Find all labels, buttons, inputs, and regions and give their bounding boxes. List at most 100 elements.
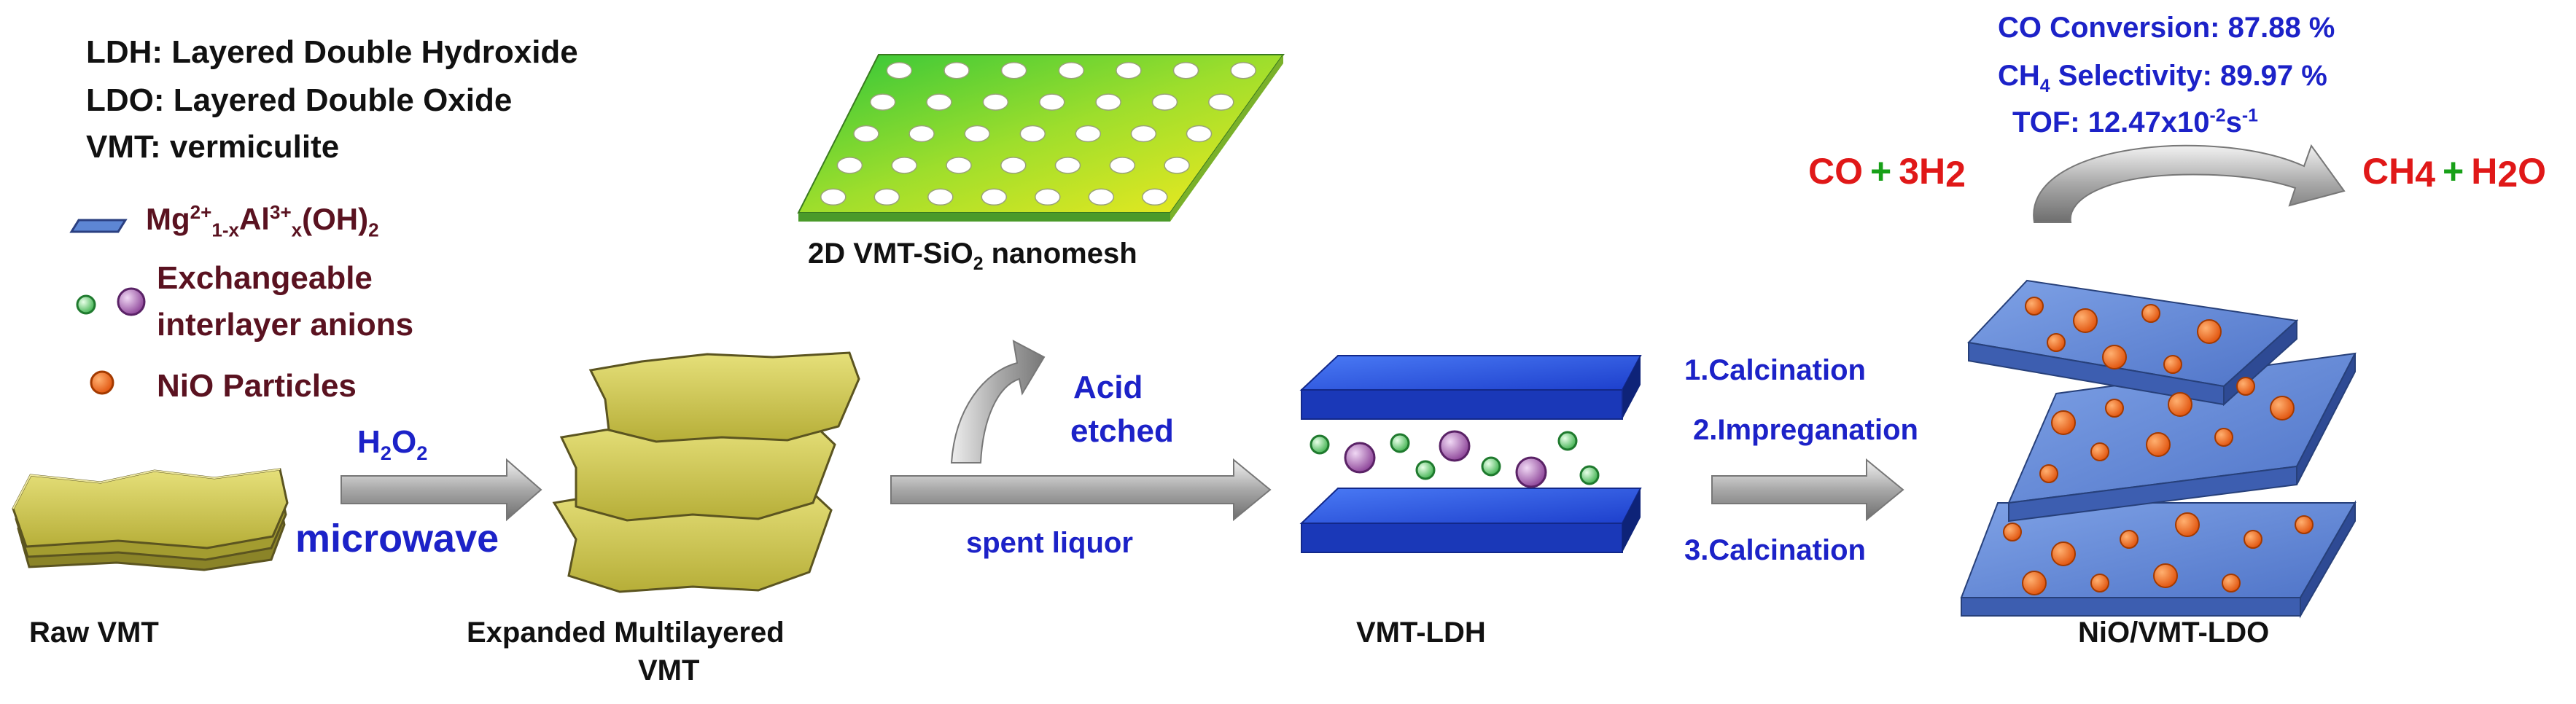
nio-particle bbox=[2141, 304, 2160, 323]
reaction-products: CH4+H2O bbox=[2362, 151, 2547, 195]
label-etched: etched bbox=[1070, 413, 1174, 449]
nio-particle bbox=[2270, 396, 2295, 421]
nanomesh-hole bbox=[1039, 93, 1065, 111]
legend-anions-line2: interlayer anions bbox=[157, 307, 414, 343]
nanomesh-hole bbox=[1130, 125, 1157, 143]
nanomesh-illustration bbox=[797, 54, 1285, 222]
nio-vmt-ldo-illustration bbox=[1960, 279, 2357, 619]
nio-particle bbox=[2102, 345, 2127, 369]
nio-particle bbox=[2146, 432, 2171, 457]
nanomesh-hole bbox=[836, 157, 863, 174]
nanomesh-hole bbox=[926, 93, 952, 111]
nanomesh-hole bbox=[820, 188, 847, 206]
expanded-vmt-illustration bbox=[552, 351, 860, 593]
nio-particle bbox=[2175, 512, 2200, 537]
interlayer-anions bbox=[1310, 430, 1600, 488]
legend-layer-formula: Mg2+1-xAl3+x(OH)2 bbox=[146, 201, 379, 241]
nanomesh-hole bbox=[886, 61, 913, 79]
nanomesh-hole bbox=[891, 157, 917, 174]
nio-particle bbox=[2295, 515, 2314, 534]
nanomesh-hole bbox=[982, 93, 1009, 111]
nio-particle bbox=[2051, 541, 2076, 566]
nanomesh-hole bbox=[1164, 157, 1190, 174]
nanomesh-hole bbox=[1035, 188, 1061, 206]
nio-particle bbox=[2051, 410, 2076, 435]
nanomesh-hole bbox=[1095, 93, 1121, 111]
legend-nio: NiO Particles bbox=[157, 368, 357, 404]
label-raw-vmt: Raw VMT bbox=[29, 617, 159, 649]
reaction-reactants: CO+3H2 bbox=[1808, 151, 1966, 195]
nanomesh-hole bbox=[873, 188, 900, 206]
performance-tof: TOF: 12.47x10-2s-1 bbox=[2012, 106, 2258, 138]
nanomesh-hole bbox=[964, 125, 990, 143]
nio-particle bbox=[2090, 574, 2109, 592]
performance-conversion: CO Conversion: 87.88 % bbox=[1998, 12, 2335, 44]
legend-nio-symbol-icon bbox=[90, 370, 114, 395]
label-impregnation: 2.Impreganation bbox=[1693, 414, 1918, 446]
vmt-ldh-illustration bbox=[1299, 355, 1642, 553]
nanomesh-hole bbox=[853, 125, 879, 143]
legend-anions-line1: Exchangeable bbox=[157, 260, 373, 296]
legend-layer-symbol-icon bbox=[69, 219, 128, 233]
nanomesh-hole bbox=[1172, 61, 1199, 79]
arrow-calcination bbox=[1711, 458, 1904, 522]
nanomesh-hole bbox=[1058, 61, 1085, 79]
nanomesh-hole bbox=[1151, 93, 1178, 111]
nanomesh-hole bbox=[946, 157, 972, 174]
label-vmt-ldh: VMT-LDH bbox=[1356, 617, 1486, 649]
label-expanded-line1: Expanded Multilayered bbox=[467, 617, 785, 649]
nio-particle bbox=[2197, 319, 2222, 344]
label-calcination-3: 3.Calcination bbox=[1684, 534, 1866, 566]
nio-particle bbox=[2222, 574, 2241, 592]
nio-particle bbox=[2168, 392, 2192, 417]
arrow-h2o2 bbox=[341, 458, 542, 522]
nio-particle bbox=[2047, 333, 2066, 352]
performance-selectivity: CH4 Selectivity: 89.97 % bbox=[1998, 60, 2327, 96]
nio-particles bbox=[2003, 297, 2314, 595]
legend-ldh: LDH: Layered Double Hydroxide bbox=[86, 34, 578, 70]
nanomesh-hole bbox=[1000, 61, 1027, 79]
arrow-reaction bbox=[2033, 144, 2346, 223]
nio-particle bbox=[2244, 530, 2262, 549]
nio-particle bbox=[2105, 399, 2124, 418]
nio-particle bbox=[2073, 308, 2098, 333]
legend-anion-symbol-icon bbox=[76, 287, 146, 316]
nio-particle bbox=[2022, 571, 2047, 595]
legend-vmt: VMT: vermiculite bbox=[86, 129, 340, 165]
nio-particle bbox=[2120, 530, 2139, 549]
nanomesh-hole bbox=[1142, 188, 1168, 206]
nanomesh-hole bbox=[1054, 157, 1081, 174]
label-acid: Acid bbox=[1073, 369, 1143, 405]
nio-particle bbox=[2236, 377, 2255, 396]
nio-particle bbox=[2003, 523, 2022, 541]
label-calcination-1: 1.Calcination bbox=[1684, 354, 1866, 386]
nio-particle bbox=[2214, 428, 2233, 447]
nanomesh-hole bbox=[1186, 125, 1213, 143]
label-spent-liquor: spent liquor bbox=[966, 527, 1133, 559]
nanomesh-hole bbox=[869, 93, 896, 111]
label-expanded-line2: VMT bbox=[638, 654, 700, 687]
label-nio-vmt-ldo: NiO/VMT-LDO bbox=[2078, 617, 2270, 649]
nanomesh-hole bbox=[1230, 61, 1256, 79]
nio-particle bbox=[2153, 563, 2178, 588]
nanomesh-hole bbox=[1208, 93, 1234, 111]
nanomesh-hole bbox=[927, 188, 954, 206]
nanomesh-hole bbox=[1019, 125, 1046, 143]
nanomesh-hole bbox=[1116, 61, 1142, 79]
legend-ldo: LDO: Layered Double Oxide bbox=[86, 82, 513, 118]
raw-vmt-illustration bbox=[12, 468, 289, 571]
nio-particle bbox=[2039, 464, 2058, 483]
nanomesh-hole bbox=[908, 125, 935, 143]
nanomesh-hole bbox=[1075, 125, 1102, 143]
nanomesh-hole bbox=[1109, 157, 1136, 174]
label-h2o2: H2O2 bbox=[357, 424, 428, 464]
nio-particle bbox=[2163, 355, 2182, 374]
arrow-spent-liquor bbox=[890, 458, 1272, 522]
nanomesh-hole bbox=[943, 61, 970, 79]
nio-particle bbox=[2025, 297, 2044, 316]
nanomesh-hole bbox=[1088, 188, 1115, 206]
label-microwave: microwave bbox=[295, 517, 499, 560]
nanomesh-hole bbox=[1000, 157, 1027, 174]
arrow-acid-etched bbox=[950, 340, 1046, 464]
